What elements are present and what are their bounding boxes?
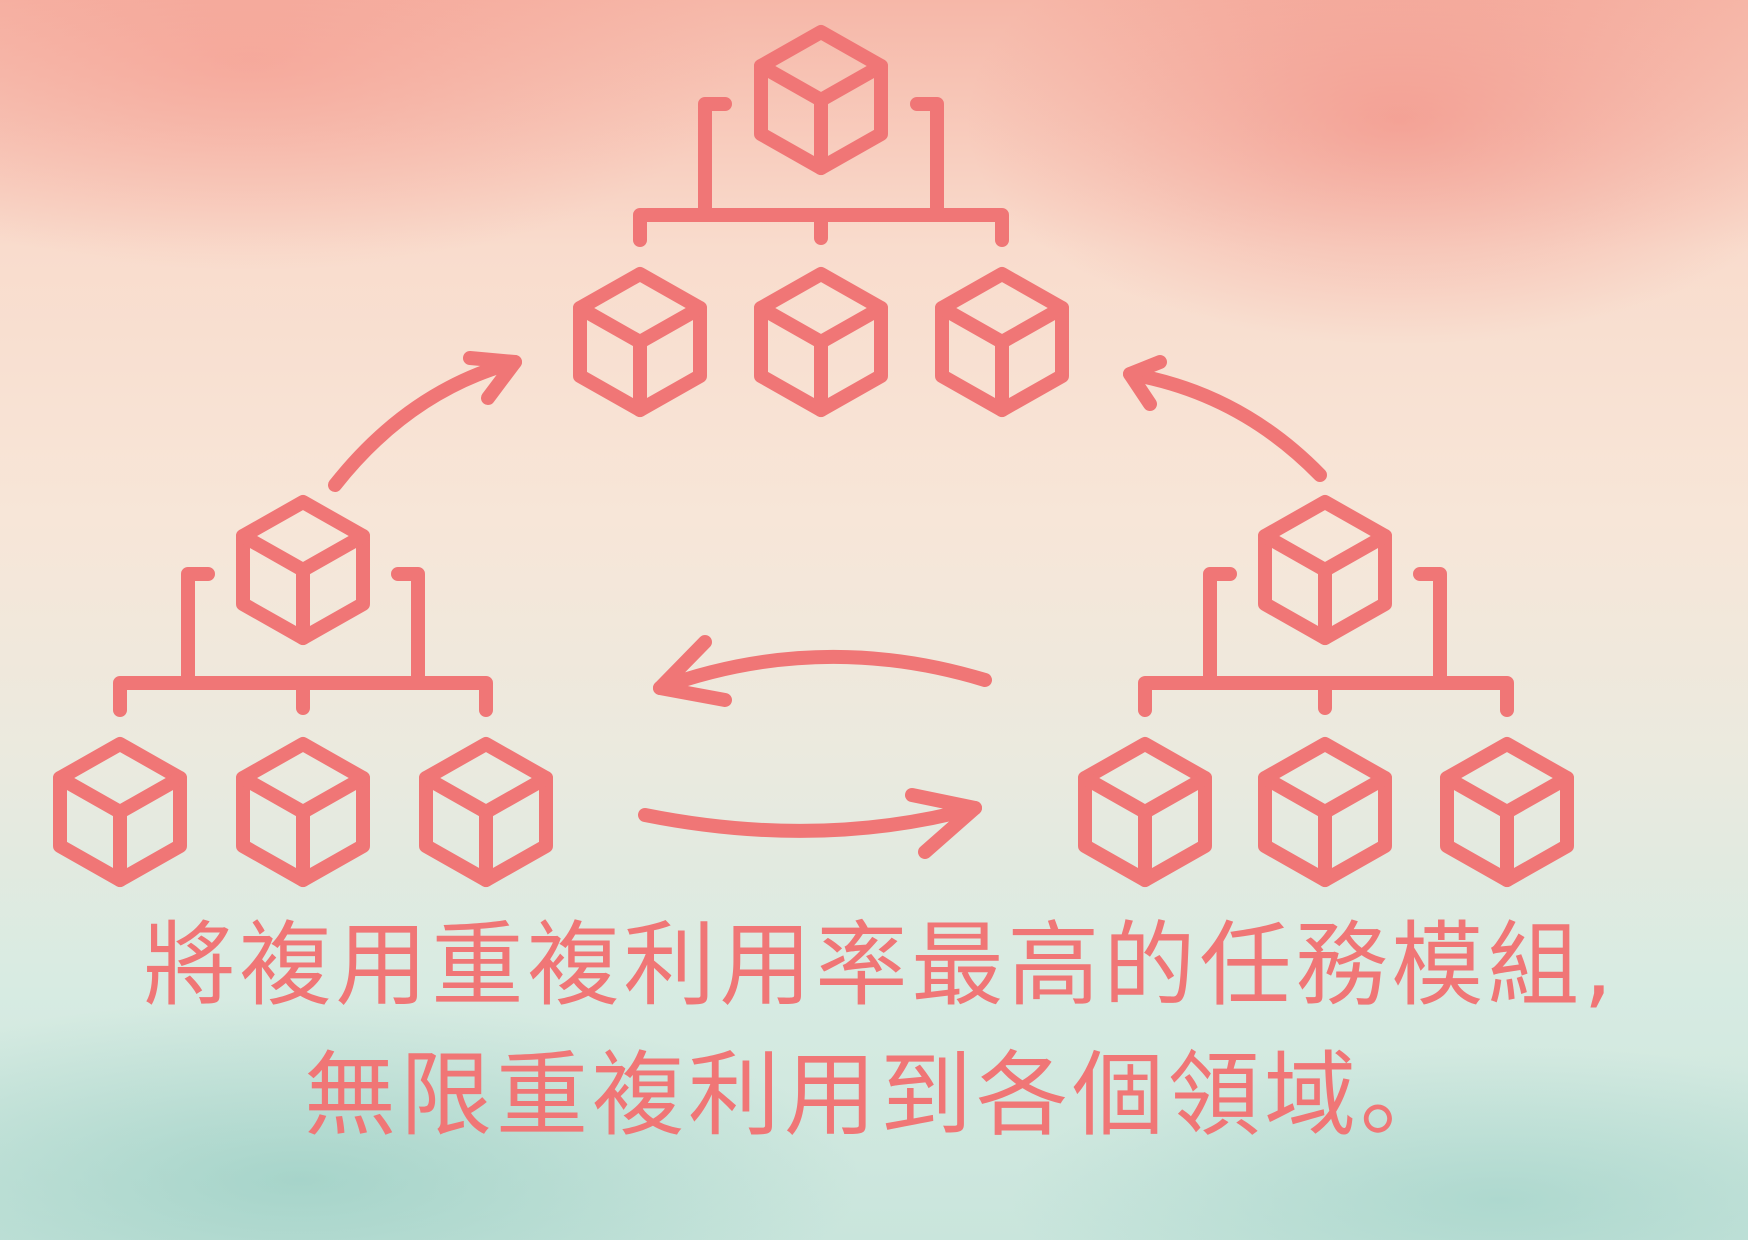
cube-icon: [761, 32, 881, 168]
curved-arrow-icon: [328, 351, 522, 492]
cube-icon: [1085, 744, 1205, 880]
cube-icon: [1447, 744, 1567, 880]
tree-connector: [113, 567, 493, 717]
curved-arrow-icon: [1123, 355, 1327, 482]
tree-connector: [633, 97, 1009, 247]
cube-icon: [1265, 502, 1385, 638]
cube-icon: [580, 274, 700, 410]
cube-icon: [243, 502, 363, 638]
curved-arrow-icon: [638, 788, 982, 859]
module-group-top: [580, 32, 1062, 410]
cube-icon: [243, 744, 363, 880]
caption-line-1: 將複用重複利用率最高的任務模組,: [143, 912, 1617, 1019]
cube-icon: [426, 744, 546, 880]
tree-connector: [1138, 567, 1514, 717]
module-group-right: [1085, 502, 1567, 880]
module-group-left: [60, 502, 546, 880]
cube-icon: [942, 274, 1062, 410]
cube-icon: [761, 274, 881, 410]
curved-arrow-icon: [653, 635, 992, 707]
cube-icon: [60, 744, 180, 880]
caption-line-2: 無限重複利用到各個領域。: [303, 1042, 1456, 1149]
cube-icon: [1265, 744, 1385, 880]
